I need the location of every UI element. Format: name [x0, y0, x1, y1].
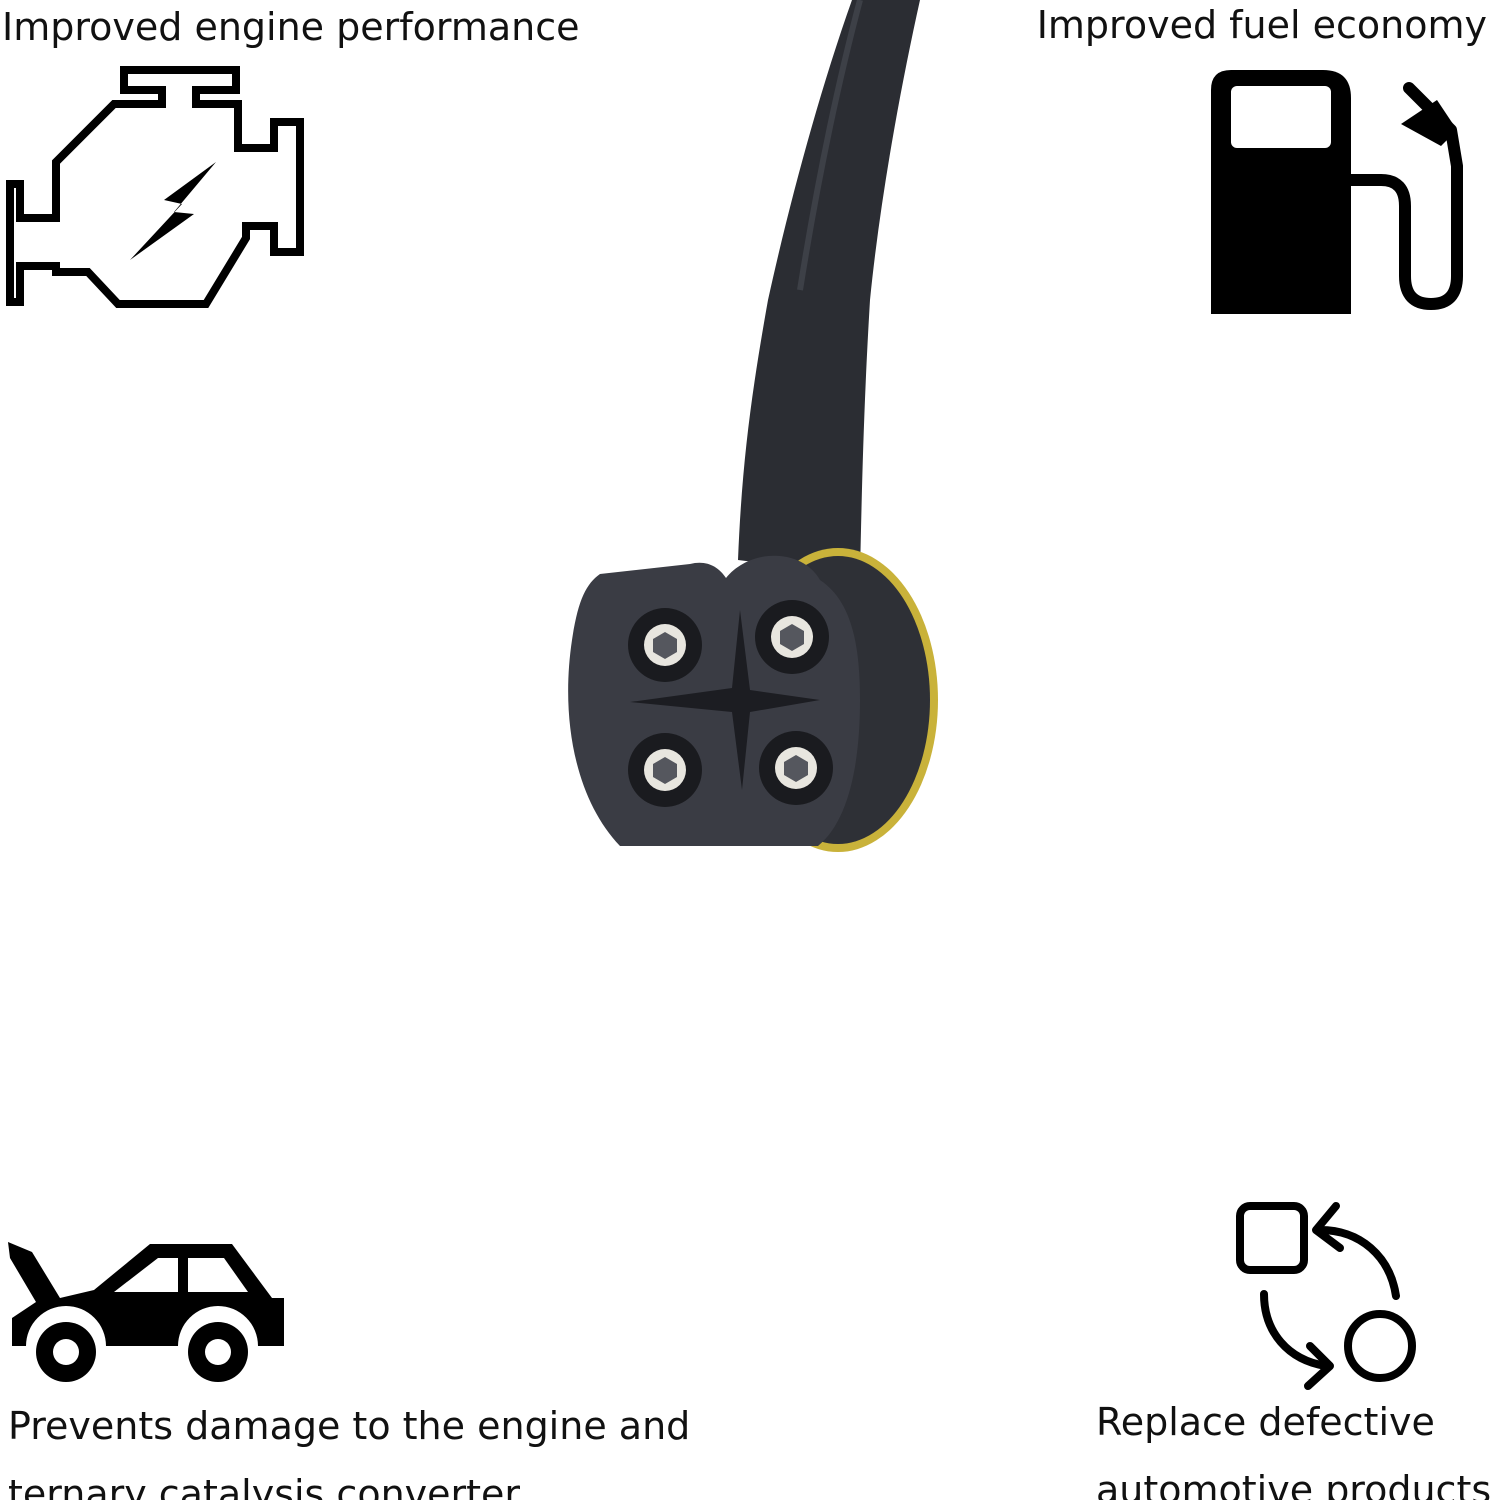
sensor-connector-photo — [568, 0, 938, 852]
fuel-economy-caption: Improved fuel economy — [1036, 3, 1487, 47]
prevents-damage-caption: Prevents damage to the engine and ternar… — [8, 1404, 691, 1500]
fuel-pump-icon — [1211, 70, 1463, 314]
car-hood-open-icon — [8, 1242, 284, 1382]
engine-icon — [6, 66, 304, 308]
replace-cycle-icon — [1236, 1202, 1416, 1390]
replace-defective-caption: Replace defective automotive products — [1096, 1400, 1492, 1500]
engine-performance-caption: Improved engine performance — [2, 5, 580, 49]
